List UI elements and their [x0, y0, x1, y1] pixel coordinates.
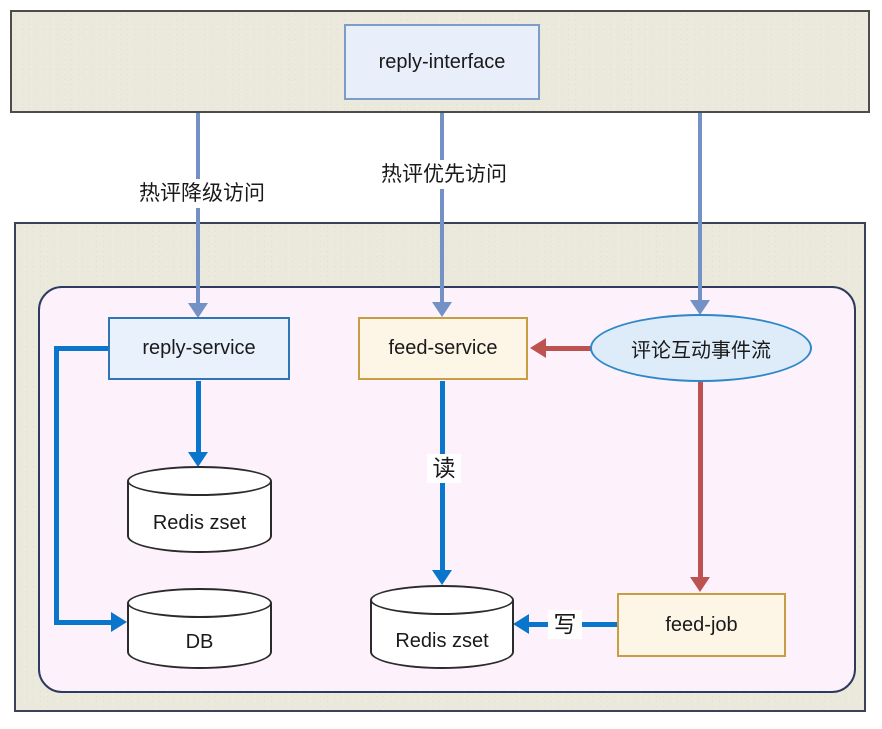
node-comment-event-stream: 评论互动事件流 [590, 314, 812, 382]
arrow-replyservice-db-top-segment [57, 346, 108, 351]
arrow-replyservice-db-arrowhead-icon [111, 612, 127, 632]
node-feed-job: feed-job [617, 593, 786, 657]
cylinder-cap [127, 466, 272, 496]
edge-label-priority-access: 热评优先访问 [367, 160, 521, 189]
connector-left-line [196, 113, 200, 304]
arrow-eventstream-feedjob-line [698, 381, 703, 578]
node-reply-service: reply-service [108, 317, 290, 380]
connector-left-arrowhead-icon [188, 303, 208, 318]
node-db: DB [127, 588, 272, 669]
cylinder-cap [370, 585, 514, 615]
cylinder-cap [127, 588, 272, 618]
arrow-eventstream-feedservice-arrowhead-icon [530, 338, 546, 358]
arrow-eventstream-feedjob-arrowhead-icon [690, 577, 710, 592]
edge-label-write: 写 [548, 610, 582, 639]
arrow-feedjob-redis-arrowhead-icon [513, 614, 529, 634]
connector-center-line [440, 113, 444, 302]
cylinder-label: DB [185, 631, 214, 653]
connector-center-arrowhead-icon [432, 302, 452, 317]
node-reply-interface: reply-interface [344, 24, 540, 100]
node-redis-zset-left: Redis zset [127, 466, 272, 553]
cylinder-label: Redis zset [395, 629, 489, 652]
arrow-replyservice-redis-arrowhead-icon [188, 452, 208, 467]
arrow-replyservice-db-vertical-segment [54, 346, 59, 625]
arrow-replyservice-db-bottom-segment [54, 620, 112, 625]
arrow-replyservice-redis-line [196, 381, 201, 453]
arrow-eventstream-feedservice-line [545, 346, 591, 351]
cylinder-label: Redis zset [152, 512, 247, 534]
node-feed-service: feed-service [358, 317, 528, 380]
edge-label-read: 读 [427, 454, 461, 483]
connector-right-line [698, 113, 702, 300]
edge-label-degraded-access: 热评降级访问 [125, 179, 279, 208]
arrow-feedservice-redis-arrowhead-icon [432, 570, 452, 585]
connector-right-arrowhead-icon [690, 300, 710, 315]
node-redis-zset-center: Redis zset [370, 585, 514, 669]
